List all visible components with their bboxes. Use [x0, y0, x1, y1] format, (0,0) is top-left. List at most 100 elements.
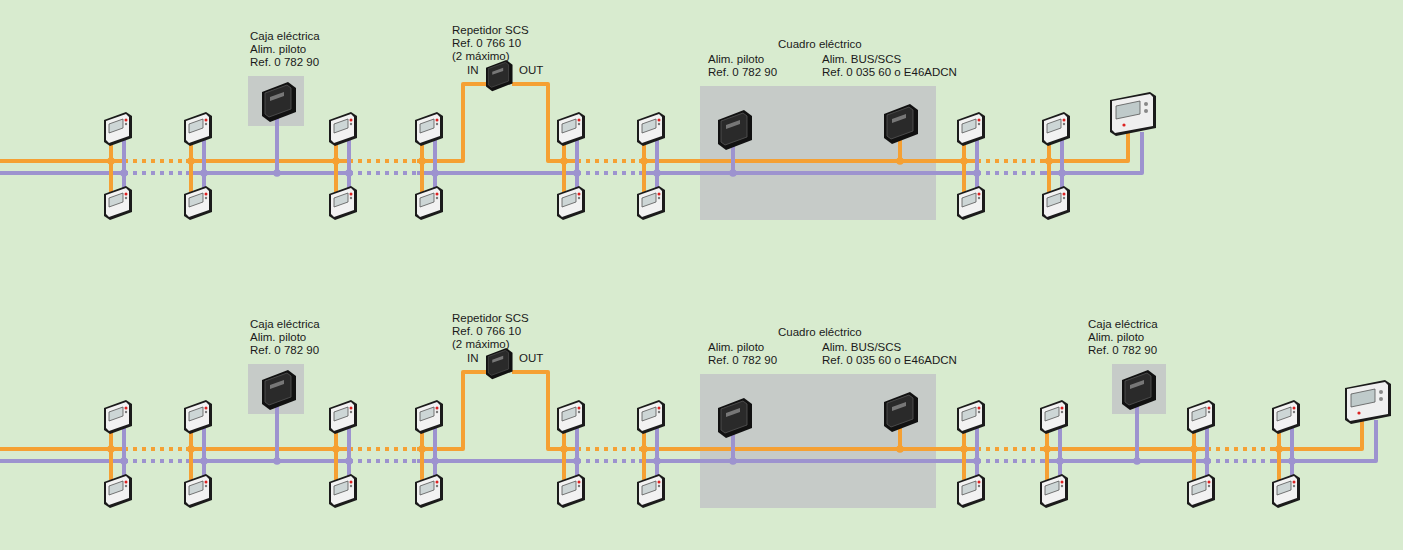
drop-wire	[575, 428, 579, 461]
room-device	[637, 186, 665, 220]
drop-wire	[1135, 403, 1139, 461]
continuation-gap	[353, 447, 417, 452]
drop-wire	[347, 428, 351, 461]
box-text: Ref. 0 035 60 o E46ADCN	[822, 66, 957, 79]
junction-dot	[729, 457, 737, 465]
room-device	[104, 186, 132, 220]
bus-line	[512, 372, 1362, 449]
junction-dot	[896, 445, 904, 453]
junction-dot	[960, 157, 968, 165]
box-text: Ref. 0 782 90	[708, 66, 777, 79]
continuation-gap	[128, 159, 186, 164]
continuation-gap	[581, 159, 639, 164]
pilot-supply	[262, 370, 296, 410]
junction-dot	[120, 169, 128, 177]
panel-ground	[248, 76, 304, 126]
junction-dot	[560, 157, 568, 165]
repeater-name: Repetidor SCS	[452, 24, 529, 37]
room-device	[957, 186, 985, 220]
junction-dot	[418, 157, 426, 165]
electrical-panel: Cuadro eléctricoAlim. pilotoRef. 0 782 9…	[700, 374, 936, 508]
drop-wire	[420, 449, 424, 480]
bus-supply	[884, 392, 918, 432]
repeater-module	[486, 348, 513, 379]
drop-wire	[1205, 428, 1209, 461]
room-device	[1187, 400, 1215, 434]
room-device	[557, 474, 585, 508]
drop-wire	[109, 449, 113, 480]
junction-dot	[273, 169, 281, 177]
port-label: IN	[467, 352, 479, 365]
room-device	[1042, 186, 1070, 220]
room-device	[557, 400, 585, 434]
pilot-supply	[718, 398, 752, 438]
junction-dot	[560, 445, 568, 453]
junction-dot	[332, 445, 340, 453]
drop-wire	[275, 115, 279, 173]
repeater-name: Repetidor SCS	[452, 312, 529, 325]
room-device	[104, 474, 132, 508]
junction-dot	[107, 445, 115, 453]
box-text: Ref. 0 782 90	[708, 354, 777, 367]
junction-dot	[1045, 157, 1053, 165]
junction-dot	[960, 445, 968, 453]
continuation-gap	[981, 447, 1042, 452]
panel-ground	[700, 374, 936, 508]
junction-dot	[187, 445, 195, 453]
reference: Ref. 0 766 10	[452, 37, 521, 50]
continuation-gap	[581, 447, 639, 452]
room-device	[557, 112, 585, 146]
drop-wire	[562, 449, 566, 480]
room-device	[415, 186, 443, 220]
drop-wire	[975, 428, 979, 461]
continuation-gap	[981, 171, 1044, 176]
continuation-gap	[128, 171, 186, 176]
box-text: Alim. BUS/SCS	[822, 53, 901, 66]
box-text: Alim. piloto	[1088, 331, 1144, 344]
drop-wire	[1045, 449, 1049, 480]
junction-dot	[1203, 457, 1211, 465]
continuation-gap	[581, 171, 639, 176]
note: (2 máximo)	[452, 338, 510, 351]
repeater-module	[486, 60, 513, 91]
continuation-gap	[128, 447, 186, 452]
room-device	[1040, 474, 1068, 508]
box-text: Ref. 0 035 60 o E46ADCN	[822, 354, 957, 367]
junction-dot	[653, 457, 661, 465]
drop-wire	[275, 403, 279, 461]
continuation-gap	[128, 459, 186, 464]
room-device	[184, 112, 212, 146]
continuation-gap	[1211, 447, 1274, 452]
room-device	[637, 112, 665, 146]
junction-dot	[1058, 169, 1066, 177]
junction-dot	[200, 169, 208, 177]
room-device	[1272, 400, 1300, 434]
drop-wire	[420, 161, 424, 192]
junction-dot	[345, 457, 353, 465]
room-device	[1042, 112, 1070, 146]
room-device	[104, 400, 132, 434]
drop-wire	[202, 140, 206, 173]
drop-wire	[433, 428, 437, 461]
room-device	[329, 400, 357, 434]
reference: Ref. 0 766 10	[452, 325, 521, 338]
junction-dot	[187, 157, 195, 165]
junction-dot	[973, 457, 981, 465]
junction-dot	[573, 457, 581, 465]
continuation-gap	[1211, 459, 1274, 464]
room-device	[184, 400, 212, 434]
drop-wire	[1277, 449, 1281, 480]
box-text: Alim. BUS/SCS	[822, 341, 901, 354]
electrical-panel: Cuadro eléctricoAlim. pilotoRef. 0 782 9…	[700, 86, 936, 220]
box-text: Alim. piloto	[708, 341, 764, 354]
drop-wire	[642, 161, 646, 192]
central-unit	[1110, 92, 1156, 136]
wires	[0, 84, 1376, 480]
room-device	[637, 474, 665, 508]
drop-wire	[433, 140, 437, 173]
room-device	[637, 400, 665, 434]
room-device	[1187, 474, 1215, 508]
panel-ground	[700, 86, 936, 220]
room-device	[1040, 400, 1068, 434]
